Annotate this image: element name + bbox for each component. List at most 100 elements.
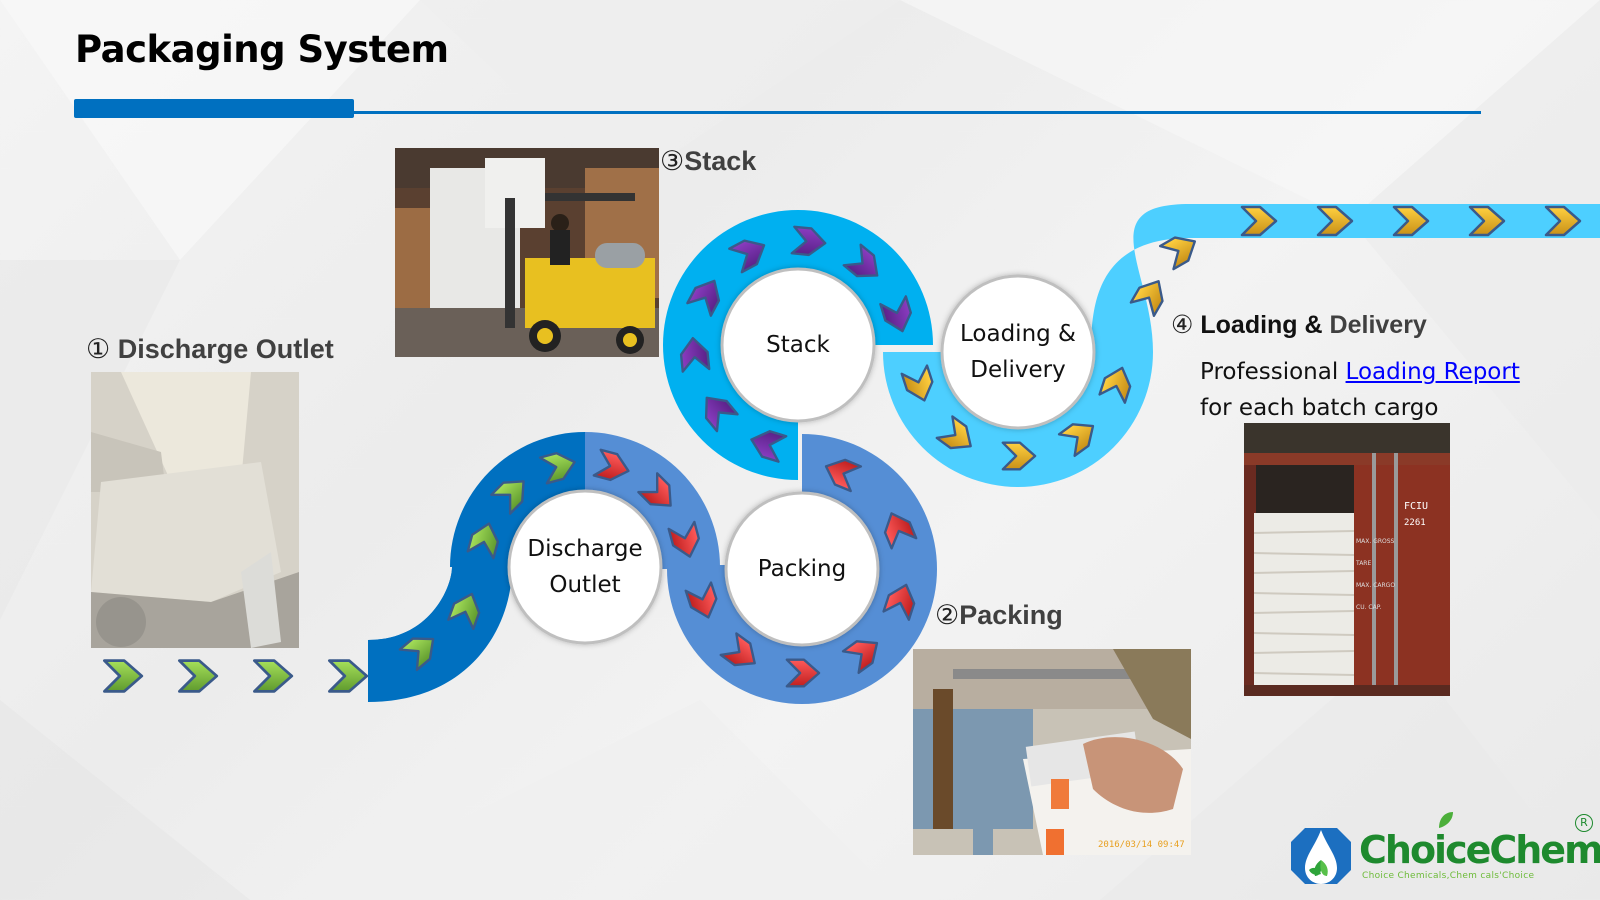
chevron-arrow-icon — [790, 225, 827, 257]
loading-desc-line2: for each batch cargo — [1200, 395, 1439, 421]
arrow-packing-ring-b-0 — [684, 581, 718, 619]
arrow-packing-ring-c-0 — [883, 512, 918, 550]
arrow-packing-ring-a-0 — [592, 448, 630, 482]
chevron-arrow-icon — [879, 295, 912, 333]
chevron-arrow-icon — [1098, 366, 1132, 404]
title-underline-accent — [74, 99, 354, 118]
arrow-discharge-in-0 — [103, 659, 144, 693]
chevron-arrow-icon — [686, 279, 721, 317]
chevron-arrow-icon — [841, 640, 879, 675]
circle-label-line: Packing — [757, 556, 847, 582]
page-title: Packaging System — [75, 28, 449, 71]
chevron-arrow-icon — [684, 581, 718, 619]
chevron-arrow-icon — [1057, 423, 1095, 458]
chevron-arrow-icon — [103, 659, 144, 693]
container-row: CU. CAP. — [1356, 604, 1381, 611]
chevron-arrow-icon — [178, 659, 219, 693]
chevron-arrow-icon — [882, 583, 916, 621]
chevron-arrow-icon — [679, 336, 711, 373]
chevron-arrow-icon — [490, 480, 525, 515]
arrow-stack-ring-0 — [750, 430, 788, 463]
container-loading-photo: FCIU 2261 MAX. GROSS TARE MAX. CARGO CU.… — [1244, 423, 1450, 696]
ribbon-packing-join — [658, 565, 729, 569]
arrow-discharge-ring-1 — [490, 480, 525, 515]
arrow-loading-ring-2 — [1001, 441, 1037, 471]
step-3-title: Stack — [684, 146, 757, 176]
arrow-packing-ring-b-3 — [841, 640, 879, 675]
arrow-loading-ring-0 — [900, 364, 934, 402]
chevron-arrow-icon — [398, 637, 435, 672]
chevron-arrow-icon — [719, 632, 756, 667]
chevron-arrow-icon — [728, 239, 766, 274]
discharge-outlet-illustration — [91, 372, 299, 648]
arrow-loading-ring-3 — [1057, 423, 1095, 458]
arrow-loading-out-0 — [1240, 205, 1278, 237]
chevron-arrow-icon — [704, 396, 739, 433]
arrow-loading-out-3 — [1468, 205, 1506, 237]
container-row: TARE — [1355, 560, 1371, 567]
chevron-arrow-icon — [824, 458, 863, 493]
container-row: MAX. CARGO — [1356, 582, 1395, 589]
arrow-stack-ring-3 — [686, 279, 721, 317]
chevron-arrow-icon — [1158, 236, 1196, 271]
circle-label-discharge-outlet: Discharge Outlet — [527, 531, 642, 603]
container-row: MAX. GROSS — [1356, 538, 1395, 545]
arrow-packing-ring-a-1 — [637, 472, 672, 507]
arrow-stack-ring-6 — [842, 243, 879, 278]
chevron-arrow-icon — [447, 592, 481, 631]
arrow-loading-ring-4 — [1098, 366, 1132, 404]
step-2-number: ② — [935, 600, 960, 631]
arrow-loading-ring-1 — [935, 415, 972, 450]
chevron-arrow-icon — [1240, 205, 1278, 237]
ribbon-discharge-tail — [368, 567, 512, 702]
arrow-stack-ring-5 — [790, 225, 827, 257]
chevron-arrow-icon — [637, 472, 672, 507]
chevron-arrow-icon — [750, 430, 788, 463]
circle-label-loading-delivery: Loading & Delivery — [960, 316, 1076, 388]
loading-description: Professional Loading Report for each bat… — [1200, 354, 1520, 426]
arrow-discharge-ring-2 — [538, 452, 576, 485]
chevron-arrow-icon — [1468, 205, 1506, 237]
circle-label-line: Outlet — [549, 572, 621, 598]
arrow-packing-ring-b-4 — [882, 583, 916, 621]
step-circle-loading-delivery — [940, 274, 1096, 430]
container-code: FCIU — [1404, 501, 1428, 512]
chevron-arrow-icon — [538, 452, 576, 485]
step-circle-packing — [724, 491, 880, 647]
circle-label-line: Delivery — [970, 357, 1066, 383]
arrow-discharge-tail-0 — [398, 637, 435, 672]
step-circle-discharge-outlet — [507, 489, 663, 645]
arrow-packing-ring-b-2 — [785, 658, 821, 688]
chevron-arrow-icon — [466, 522, 500, 560]
arrow-discharge-ring-0 — [466, 522, 500, 560]
arrow-stack-ring-4 — [728, 239, 766, 274]
packing-machine-illustration: 2016/03/14 09:47 — [913, 649, 1191, 855]
step-4-number: ④ — [1171, 310, 1194, 339]
arrow-packing-ring-b-1 — [719, 632, 756, 667]
step-circle-stack — [720, 267, 876, 423]
chevron-arrow-icon — [667, 520, 700, 558]
step-2-heading: ②Packing — [935, 600, 1063, 631]
step-4-title-part1: Loading & — [1200, 311, 1323, 339]
ribbon-loading-exit — [1091, 204, 1600, 352]
chevron-arrow-icon — [1316, 205, 1354, 237]
arrow-discharge-in-1 — [178, 659, 219, 693]
company-logo: ChoiceChem Choice Chemicals,Chem cals'Ch… — [1285, 812, 1600, 892]
arrow-loading-out-1 — [1316, 205, 1354, 237]
step-1-title: Discharge Outlet — [117, 334, 334, 364]
circle-label-line: Loading & — [960, 321, 1076, 347]
step-1-number: ① — [86, 334, 111, 365]
loading-report-link[interactable]: Loading Report — [1345, 359, 1520, 385]
chevron-arrow-icon — [785, 658, 821, 688]
step-4-heading: ④ Loading & Delivery — [1171, 310, 1427, 340]
chevron-arrow-icon — [1544, 205, 1582, 237]
chevron-arrow-icon — [1392, 205, 1430, 237]
circle-label-packing: Packing — [758, 551, 846, 587]
logo-wordmark: ChoiceChem — [1359, 828, 1600, 872]
arrow-discharge-tail-1 — [447, 592, 481, 631]
registered-mark-icon: R — [1575, 814, 1593, 832]
forklift-stacking-photo — [395, 148, 659, 357]
circle-label-line: Discharge — [527, 536, 643, 562]
